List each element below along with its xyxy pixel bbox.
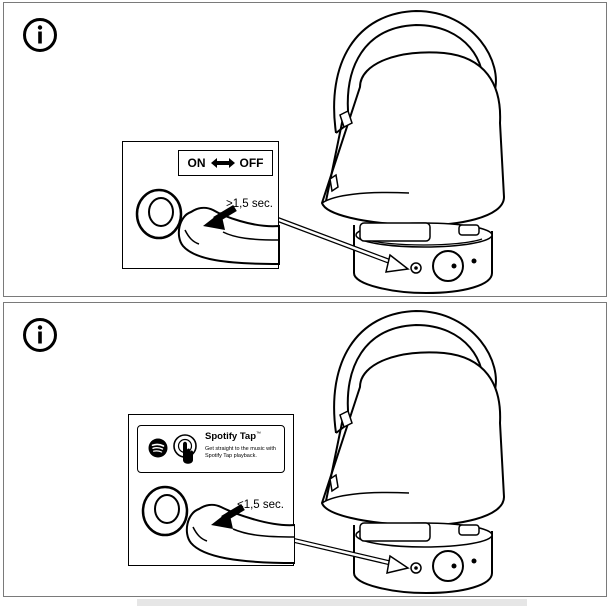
panel-power-on-off: ON OFF >1,5 sec. [3, 2, 607, 297]
power-instruction-inset: ON OFF >1,5 sec. [122, 141, 280, 269]
lamp-illustration [265, 9, 506, 295]
spotify-tap-card: Spotify Tap™ Get straight to the music w… [137, 425, 285, 473]
horizontal-scrollbar[interactable] [137, 599, 527, 606]
spotify-instruction-inset: Spotify Tap™ Get straight to the music w… [128, 414, 295, 566]
finger-press-illustration [141, 485, 295, 565]
tap-finger-icon [173, 434, 197, 464]
on-off-label-box: ON OFF [178, 150, 273, 176]
off-label: OFF [239, 156, 264, 170]
double-arrow-icon [210, 158, 235, 168]
spotify-tap-title: Spotify Tap™ [205, 431, 262, 443]
lamp-illustration [287, 309, 506, 595]
info-icon [23, 318, 57, 352]
panel-spotify-tap: Spotify Tap™ Get straight to the music w… [3, 302, 607, 597]
finger-press-illustration [135, 188, 280, 266]
press-duration-label: <1,5 sec. [237, 499, 284, 511]
info-icon [23, 18, 57, 52]
spotify-tap-description: Get straight to the music with Spotify T… [205, 446, 276, 459]
on-label: ON [187, 156, 206, 170]
spotify-logo-icon [148, 438, 168, 458]
press-duration-label: >1,5 sec. [226, 198, 273, 210]
